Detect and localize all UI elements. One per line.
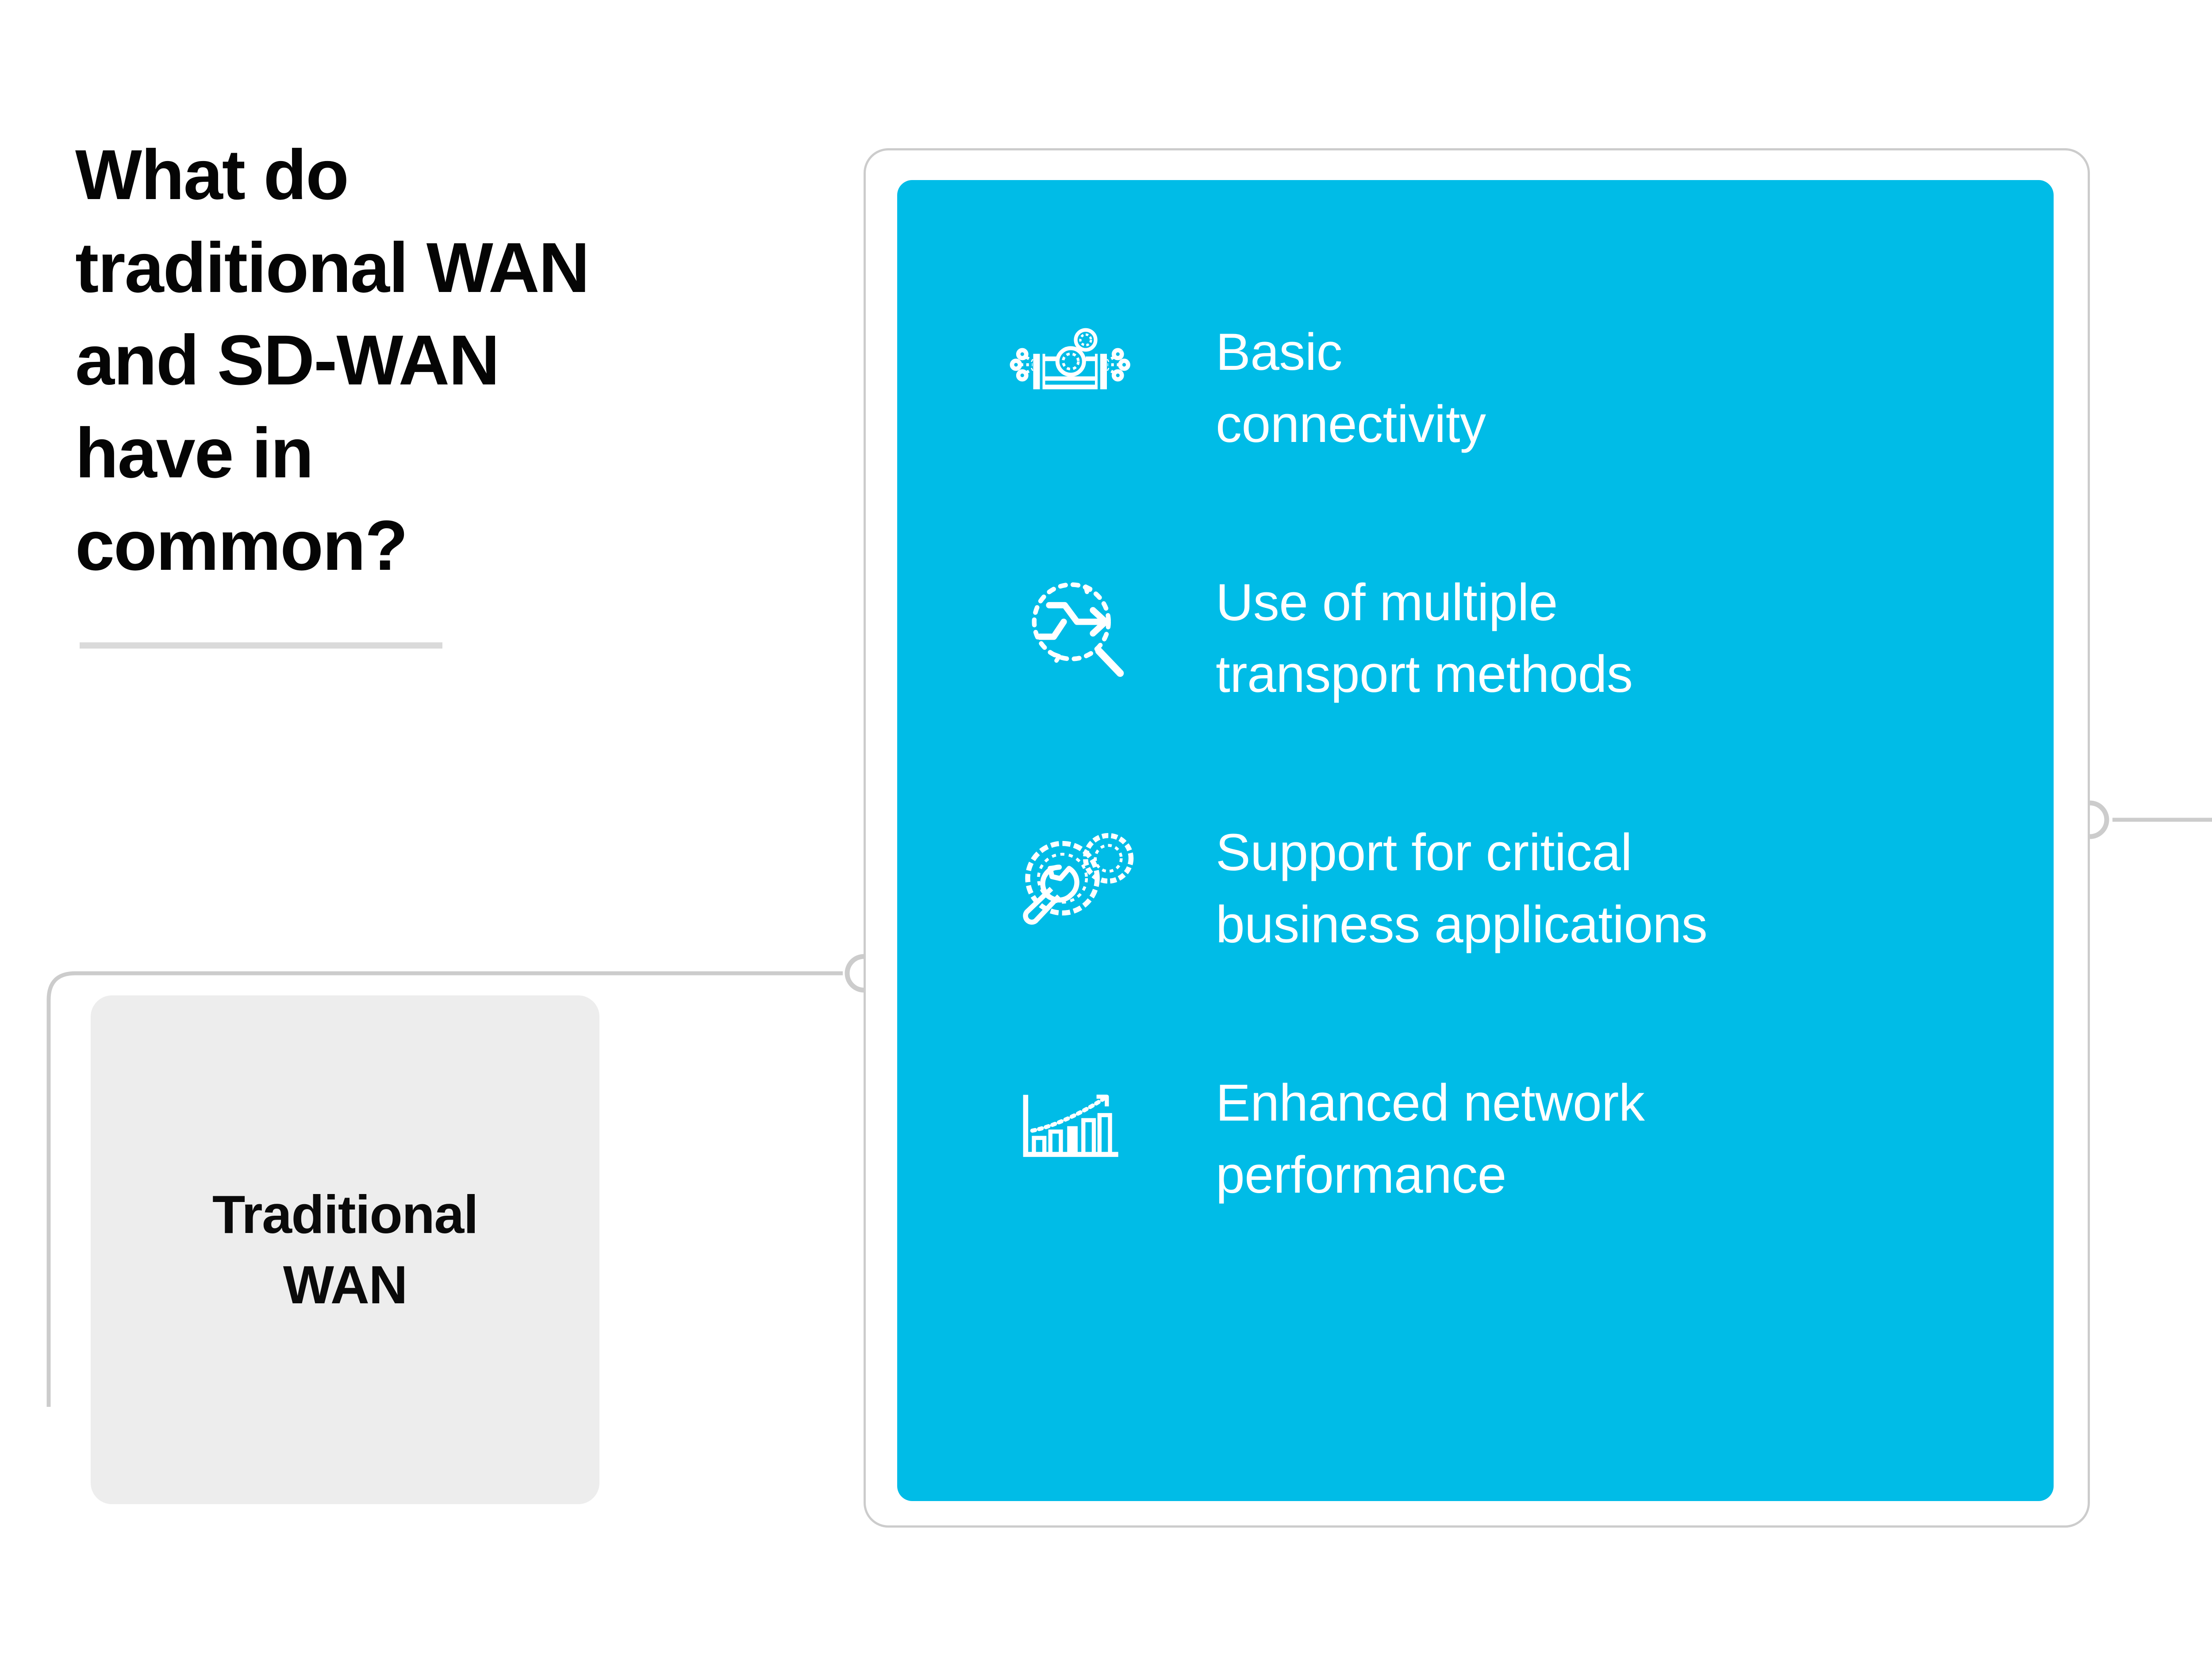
page-title: What do traditional WAN and SD-WAN have … — [75, 135, 590, 585]
network-bridge-gears-icon — [1003, 308, 1180, 441]
bar-chart-trend-up-icon — [1003, 1059, 1180, 1192]
feature-item-business-applications: Support for critical business applicatio… — [1003, 813, 2012, 961]
endpoint-box-traditional-wan[interactable]: Traditional WAN — [91, 995, 599, 1504]
heading-block: What do traditional WAN and SD-WAN have … — [75, 128, 765, 592]
shared-features-panel: Basic connectivity — [897, 180, 2054, 1501]
magnifier-routing-arrows-icon — [1003, 559, 1180, 691]
title-divider — [80, 642, 442, 649]
feature-label: Support for critical business applicatio… — [1216, 823, 1708, 954]
endpoint-label-traditional-wan: Traditional WAN — [212, 1184, 479, 1315]
feature-label: Use of multiple transport methods — [1216, 573, 1633, 704]
feature-label: Enhanced network performance — [1216, 1073, 1645, 1204]
feature-item-basic-connectivity: Basic connectivity — [1003, 313, 2012, 461]
feature-item-network-performance: Enhanced network performance — [1003, 1064, 2012, 1211]
feature-label: Basic connectivity — [1216, 323, 1486, 453]
wrench-gears-icon — [1003, 809, 1180, 941]
feature-item-transport-methods: Use of multiple transport methods — [1003, 563, 2012, 711]
connector-path-sd-wan — [2112, 818, 2212, 822]
feature-list: Basic connectivity — [1003, 313, 2012, 1211]
